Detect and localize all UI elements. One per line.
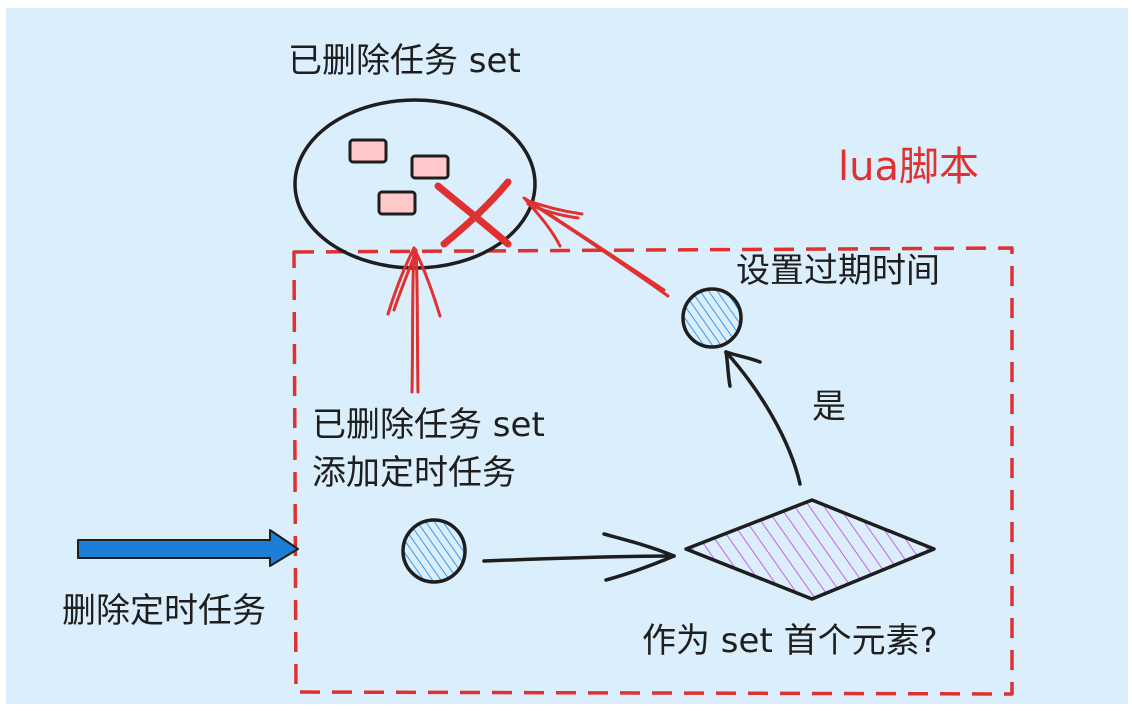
add-task-label-line2: 添加定时任务 xyxy=(312,453,516,493)
set-expire-label: 设置过期时间 xyxy=(736,251,940,291)
lua-script-label: lua脚本 xyxy=(838,144,979,190)
add-task-node xyxy=(401,518,467,584)
yes-label: 是 xyxy=(812,387,846,427)
task-box xyxy=(348,138,388,164)
set-expire-node xyxy=(681,287,743,349)
first-element-question: 作为 set 首个元素? xyxy=(642,621,938,661)
to-decision-arrow xyxy=(482,532,676,582)
entry-arrow xyxy=(77,529,299,567)
lua-script-boundary xyxy=(292,246,1014,696)
diagram-background xyxy=(6,8,1128,704)
yes-arrow xyxy=(724,350,802,486)
deleted-set-title: 已删除任务 set xyxy=(288,41,521,81)
add-task-label-line1: 已删除任务 set xyxy=(312,405,545,445)
expire-to-set-arrow xyxy=(522,196,670,298)
deleted-set-ellipse xyxy=(293,98,537,270)
decision-diamond xyxy=(684,498,936,601)
task-box xyxy=(410,154,450,180)
task-box xyxy=(377,190,417,216)
add-to-set-arrow xyxy=(386,246,442,394)
delete-task-label: 删除定时任务 xyxy=(62,591,266,631)
red-x-icon xyxy=(434,178,512,248)
